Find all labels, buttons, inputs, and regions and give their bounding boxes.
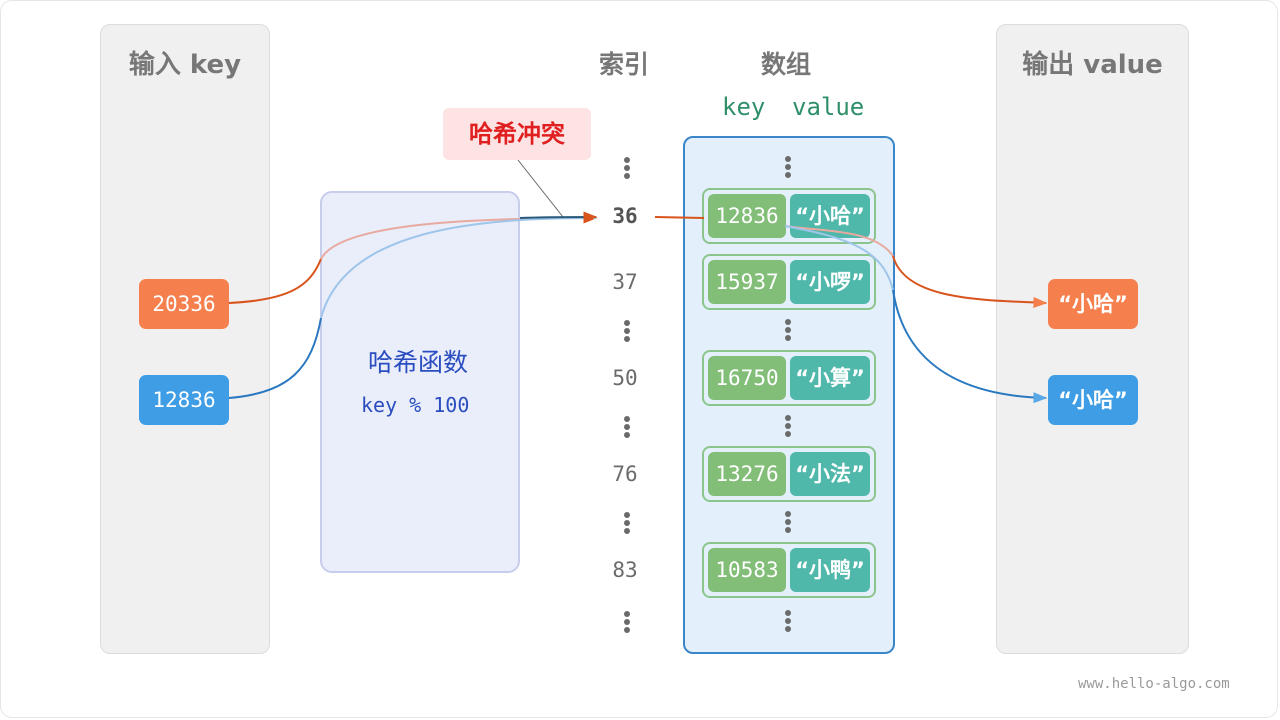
bucket-76: 13276 “小法”: [702, 446, 876, 502]
bucket-key: 10583: [708, 548, 786, 592]
bucket-value: “小法”: [790, 452, 870, 496]
bucket-50: 16750 “小算”: [702, 350, 876, 406]
orange-hash-curve: [320, 212, 598, 260]
watermark: www.hello-algo.com: [1078, 676, 1230, 692]
bucket-key: 15937: [708, 260, 786, 304]
bucket-83: 10583 “小鸭”: [702, 542, 876, 598]
hash-collision-label: 哈希冲突: [443, 108, 591, 160]
index-37: 37: [612, 270, 638, 294]
output-value-orange: “小哈”: [1048, 279, 1138, 329]
blue-hash-curve: [320, 217, 597, 319]
ellipsis-icon: [617, 320, 637, 344]
input-key-20336: 20336: [139, 279, 229, 329]
hash-function-title: 哈希函数: [368, 348, 469, 377]
index-50: 50: [612, 366, 638, 390]
bucket-value: “小算”: [790, 356, 870, 400]
index-to-bucket-line: [654, 216, 705, 219]
input-key-panel: [100, 24, 270, 654]
output-value-panel: [996, 24, 1189, 654]
bucket-key: 16750: [708, 356, 786, 400]
bucket-key: 13276: [708, 452, 786, 496]
blue-output-curve-light: [784, 225, 894, 291]
ellipsis-icon: [617, 611, 637, 635]
ellipsis-icon: [778, 511, 798, 535]
bucket-value: “小啰”: [790, 260, 870, 304]
blue-output-curve: [892, 289, 1048, 404]
hash-to-index-line: [519, 211, 598, 223]
bucket-key: 12836: [708, 194, 786, 238]
key-header: key: [722, 93, 766, 121]
orange-output-curve-light: [784, 225, 894, 257]
input-key-title: 输入 key: [128, 50, 242, 80]
orange-output-curve: [892, 255, 1048, 309]
collision-leader-line: [517, 159, 564, 218]
array-header: 数组: [761, 50, 812, 79]
ellipsis-icon: [778, 610, 798, 634]
ellipsis-icon: [617, 157, 637, 181]
hash-function-expression: key % 100: [361, 393, 470, 417]
hash-function-box: [320, 191, 520, 573]
ellipsis-icon: [778, 156, 798, 180]
output-value-blue: “小哈”: [1048, 375, 1138, 425]
output-value-title: 输出 value: [1022, 50, 1163, 80]
bucket-37: 15937 “小啰”: [702, 254, 876, 310]
bucket-36: 12836 “小哈”: [702, 188, 876, 244]
ellipsis-icon: [778, 415, 798, 439]
input-key-12836: 12836: [139, 375, 229, 425]
value-header: value: [792, 93, 865, 121]
index-76: 76: [612, 462, 638, 486]
ellipsis-icon: [617, 416, 637, 440]
ellipsis-icon: [617, 512, 637, 536]
index-36: 36: [612, 204, 638, 228]
index-83: 83: [612, 558, 638, 582]
bucket-value: “小鸭”: [790, 548, 870, 592]
blue-input-curve: [228, 317, 322, 399]
index-header: 索引: [599, 50, 650, 79]
ellipsis-icon: [778, 319, 798, 343]
orange-input-curve: [228, 258, 322, 304]
